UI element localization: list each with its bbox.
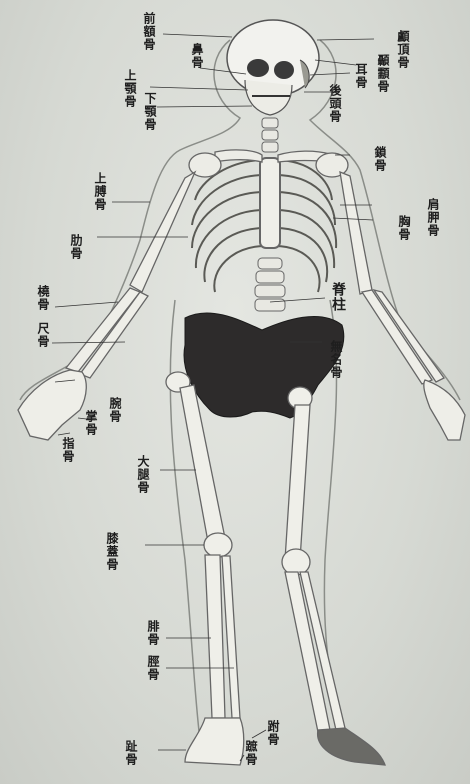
label-humerus: 上膊骨 (93, 172, 106, 211)
label-frontal-bone: 前額骨 (142, 12, 155, 51)
label-phalanges-hand: 指骨 (61, 437, 74, 463)
label-ribs: 肋骨 (69, 234, 82, 260)
label-maxilla: 上顎骨 (123, 69, 136, 108)
label-patella: 膝蓋骨 (105, 532, 118, 571)
label-nasal-bone: 鼻骨 (190, 43, 203, 69)
label-occipital-bone: 後頭骨 (328, 84, 341, 123)
label-ulna: 尺骨 (36, 322, 49, 348)
label-metacarpals: 掌骨 (84, 410, 97, 436)
label-scapula: 肩胛骨 (426, 198, 439, 237)
label-mandible: 下顎骨 (143, 92, 156, 131)
label-femur: 大腿骨 (136, 455, 149, 494)
label-sternum: 胸骨 (397, 215, 410, 241)
label-temporal-bone: 顳顬骨 (376, 54, 389, 93)
label-parietal-bone: 顱頂骨 (396, 30, 409, 69)
label-clavicle: 鎖骨 (373, 146, 386, 172)
label-metatarsals: 蹠骨 (244, 740, 257, 766)
label-spinal-column: 脊柱 (330, 282, 345, 312)
label-carpals: 腕骨 (108, 397, 121, 423)
pelvis (184, 313, 344, 418)
skull (227, 20, 319, 115)
label-hip-bone: 無名骨 (329, 340, 342, 379)
label-tibia: 脛骨 (146, 655, 159, 681)
label-radius: 橈骨 (36, 285, 49, 311)
label-ear-bone: 耳骨 (354, 63, 367, 89)
label-fibula: 腓骨 (146, 620, 159, 646)
label-tarsals: 跗骨 (266, 720, 279, 746)
label-phalanges-foot: 趾骨 (124, 740, 137, 766)
legs (166, 372, 385, 765)
